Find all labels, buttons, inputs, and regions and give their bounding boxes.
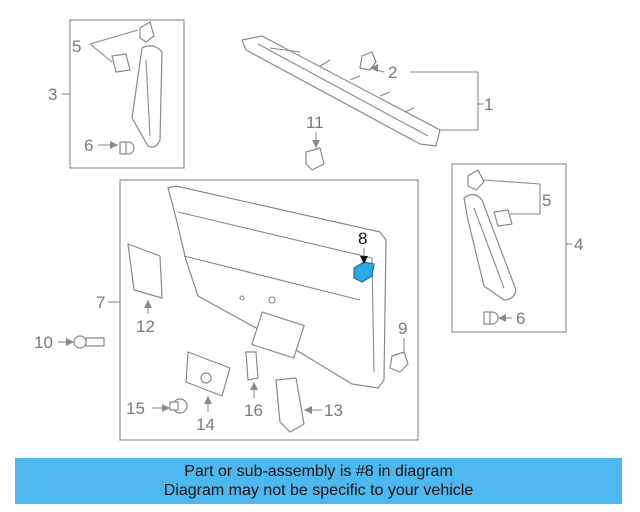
clip-2-part — [359, 51, 377, 71]
callout-6-left: 6 — [84, 136, 93, 155]
panel-12-part — [127, 243, 163, 299]
callout-13: 13 — [324, 401, 343, 420]
banner-line-1: Part or sub-assembly is #8 in diagram — [184, 463, 453, 480]
callout-8: 8 — [358, 229, 367, 248]
clip-5a-upper-part — [139, 21, 155, 43]
clip-11-part — [305, 147, 325, 171]
clip-5a-lower-part — [111, 53, 131, 73]
info-banner: Part or sub-assembly is #8 in diagram Di… — [15, 458, 622, 504]
liftgate-trim-panel-part — [167, 185, 387, 389]
callout-2: 2 — [388, 63, 397, 82]
callout-14: 14 — [196, 415, 215, 434]
clip-16-part — [245, 351, 259, 381]
clip-5b-lower-part — [493, 209, 513, 227]
header-trim-part — [241, 35, 441, 147]
right-pillar-trim-part — [463, 193, 517, 301]
callout-1: 1 — [484, 95, 493, 114]
callout-4: 4 — [574, 235, 583, 254]
callout-6-right: 6 — [516, 309, 525, 328]
callout-5-left: 5 — [72, 37, 81, 56]
group-box-4 — [451, 163, 567, 333]
group-box-7 — [119, 179, 419, 441]
callout-9: 9 — [398, 319, 407, 338]
callout-16: 16 — [244, 401, 263, 420]
panel-14-part — [185, 351, 231, 397]
fastener-15-part — [169, 398, 188, 414]
arrowheads — [66, 64, 506, 414]
callout-11: 11 — [306, 113, 324, 132]
cover-13-part — [275, 377, 305, 433]
banner-line-2: Diagram may not be specific to your vehi… — [163, 482, 474, 499]
left-pillar-trim-part — [131, 45, 163, 148]
parts-diagram: 5 3 6 2 1 11 5 4 6 7 8 9 10 12 13 14 15 … — [34, 19, 583, 441]
callout-3: 3 — [48, 85, 57, 104]
bracket-9-part — [389, 351, 409, 373]
fastener-6b-part — [483, 311, 499, 325]
callout-5-right: 5 — [542, 191, 551, 210]
callout-7: 7 — [96, 293, 105, 312]
clip-5b-upper-part — [467, 169, 485, 191]
bolt-10-part — [73, 335, 105, 349]
callout-15: 15 — [126, 399, 145, 418]
callout-10: 10 — [34, 333, 53, 352]
callout-12: 12 — [136, 317, 155, 336]
fastener-6a-part — [119, 141, 135, 155]
